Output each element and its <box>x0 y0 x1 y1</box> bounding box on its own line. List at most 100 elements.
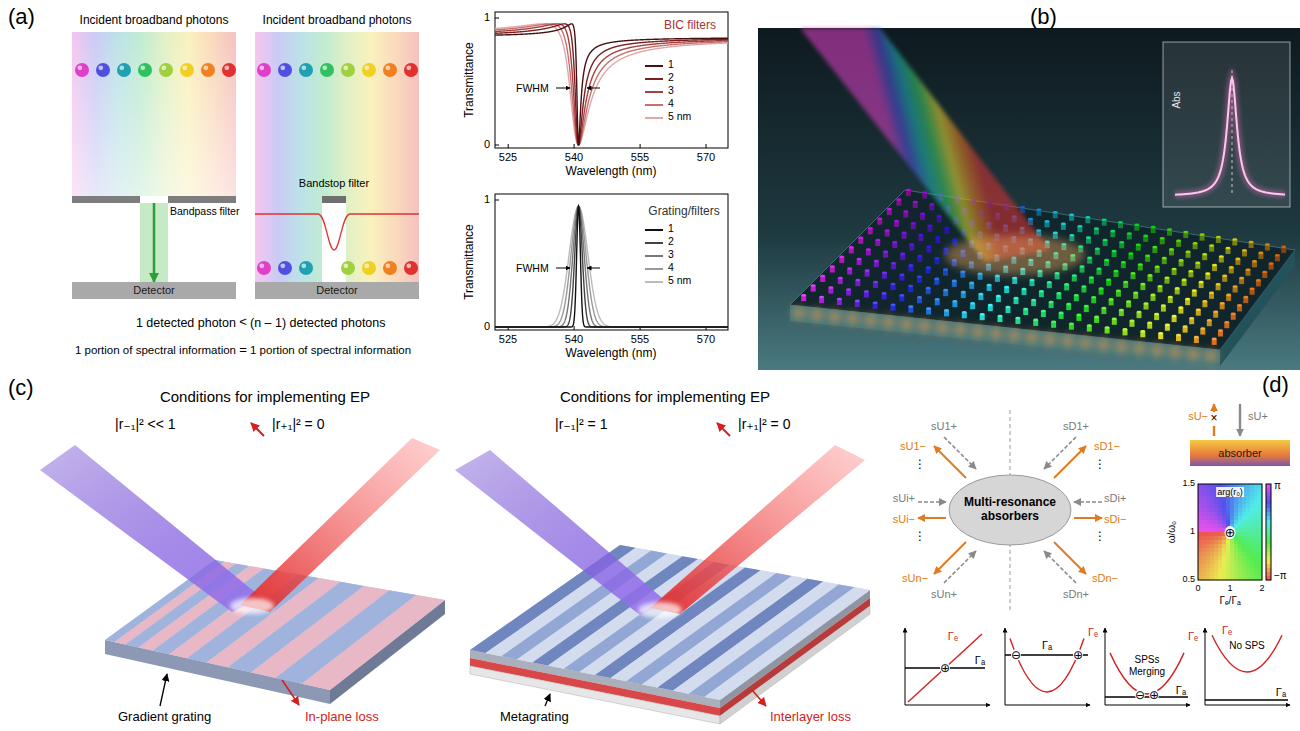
photon-ball <box>385 65 390 70</box>
phase-map <box>1198 568 1202 572</box>
phase-map <box>1246 512 1250 516</box>
phase-map <box>1254 540 1258 544</box>
phase-map <box>1218 540 1222 544</box>
nanopillar <box>922 191 927 194</box>
phase-map <box>1246 540 1250 544</box>
tick-label: 1 <box>484 193 490 206</box>
caption-text: 1 portion of spectral information <box>75 344 236 357</box>
nanopillar <box>857 258 862 261</box>
phase-map <box>1226 548 1230 552</box>
bandpass-schematic <box>72 32 236 196</box>
photon-ball <box>180 63 194 77</box>
colorbar <box>1266 556 1271 560</box>
symbol-mark: × <box>1209 412 1218 426</box>
node-text: Bandpass filter <box>170 205 239 217</box>
colorbar <box>1266 524 1271 528</box>
phase-map <box>1246 544 1250 548</box>
nanopillar <box>918 234 923 237</box>
phase-map <box>1226 552 1230 556</box>
nanopillar <box>877 217 882 220</box>
phase-map <box>1238 572 1242 576</box>
nanopillar <box>1226 294 1231 297</box>
nanopillar <box>873 302 878 305</box>
phase-map <box>1214 548 1218 552</box>
phase-map <box>1198 484 1202 488</box>
port-label: sDi+ <box>1104 492 1126 505</box>
tick-label: −π <box>1274 570 1287 582</box>
phase-map <box>1202 552 1206 556</box>
nanopillar <box>1102 218 1107 221</box>
metasurface-render <box>758 28 1300 370</box>
phase-map <box>1206 504 1210 508</box>
bandpass-schematic <box>72 32 236 196</box>
nanopillar <box>989 327 1003 341</box>
node-text: absorber <box>1218 448 1261 459</box>
phase-map <box>1230 556 1234 560</box>
nanopillar <box>908 285 913 288</box>
phase-map <box>1234 500 1238 504</box>
node-text: Detector <box>316 285 358 296</box>
colorbar <box>1266 552 1271 556</box>
filter-piece <box>168 196 236 203</box>
nanopillar <box>934 278 939 281</box>
colorbar <box>1266 564 1271 568</box>
nanopillar <box>1066 303 1071 306</box>
plot-frame <box>495 194 728 330</box>
nanopillar <box>980 313 985 316</box>
phase-map <box>1238 516 1242 520</box>
phase-map <box>1250 528 1254 532</box>
plot-frame <box>495 12 728 148</box>
curve-label: Γₐ <box>975 654 985 667</box>
nanopillar <box>917 276 922 279</box>
curve-label: Γₑ <box>1088 626 1098 639</box>
gradient-grating <box>251 423 264 436</box>
nanopillar <box>883 250 888 253</box>
phase-map <box>1198 560 1202 564</box>
nanopillar <box>1047 281 1052 284</box>
transmittance-curve <box>495 24 728 145</box>
nanopillar <box>1097 338 1111 352</box>
nanopillar <box>995 275 1000 278</box>
nanopillar <box>1218 329 1223 332</box>
sps-plot <box>1205 699 1288 700</box>
tick-label: 525 <box>499 151 517 164</box>
detector-bar: Detector <box>255 282 419 299</box>
sps-plot <box>1110 653 1184 694</box>
phase-map <box>1218 548 1222 552</box>
photon-ball <box>222 63 236 77</box>
phase-map <box>1234 572 1238 576</box>
phase-map <box>1202 492 1206 496</box>
nanopillar <box>792 306 806 320</box>
nanopillar <box>1105 326 1110 329</box>
phase-map <box>1226 500 1230 504</box>
gradient-grating <box>230 598 274 614</box>
sps-plot <box>905 628 1290 705</box>
metagrating <box>545 694 550 706</box>
nanopillar <box>1256 279 1261 282</box>
phase-map <box>1202 496 1206 500</box>
legend-line-sample <box>645 104 663 106</box>
nanopillar <box>1185 298 1190 301</box>
nanopillar <box>903 210 908 213</box>
nanopillar <box>801 294 806 297</box>
nanopillar <box>1246 268 1251 271</box>
phase-map <box>1214 536 1218 540</box>
axis-label: Γₑ/Γₐ <box>1219 595 1240 607</box>
phase-map <box>1246 572 1250 576</box>
phase-map <box>1234 560 1238 564</box>
phase-map <box>1198 496 1202 500</box>
phase-map <box>1218 532 1222 536</box>
phase-map-frame <box>1266 484 1271 580</box>
photon-ball <box>299 261 313 275</box>
nanopillar <box>838 277 843 280</box>
nanopillar <box>969 282 974 285</box>
legend-text: 5 nm <box>668 110 691 122</box>
colorbar <box>1266 512 1271 516</box>
phase-map <box>1206 520 1210 524</box>
phase-map <box>1234 536 1238 540</box>
phase-map <box>1206 516 1210 520</box>
phase-map <box>1250 504 1254 508</box>
nanopillar <box>1169 248 1174 251</box>
nanopillar <box>908 264 913 267</box>
